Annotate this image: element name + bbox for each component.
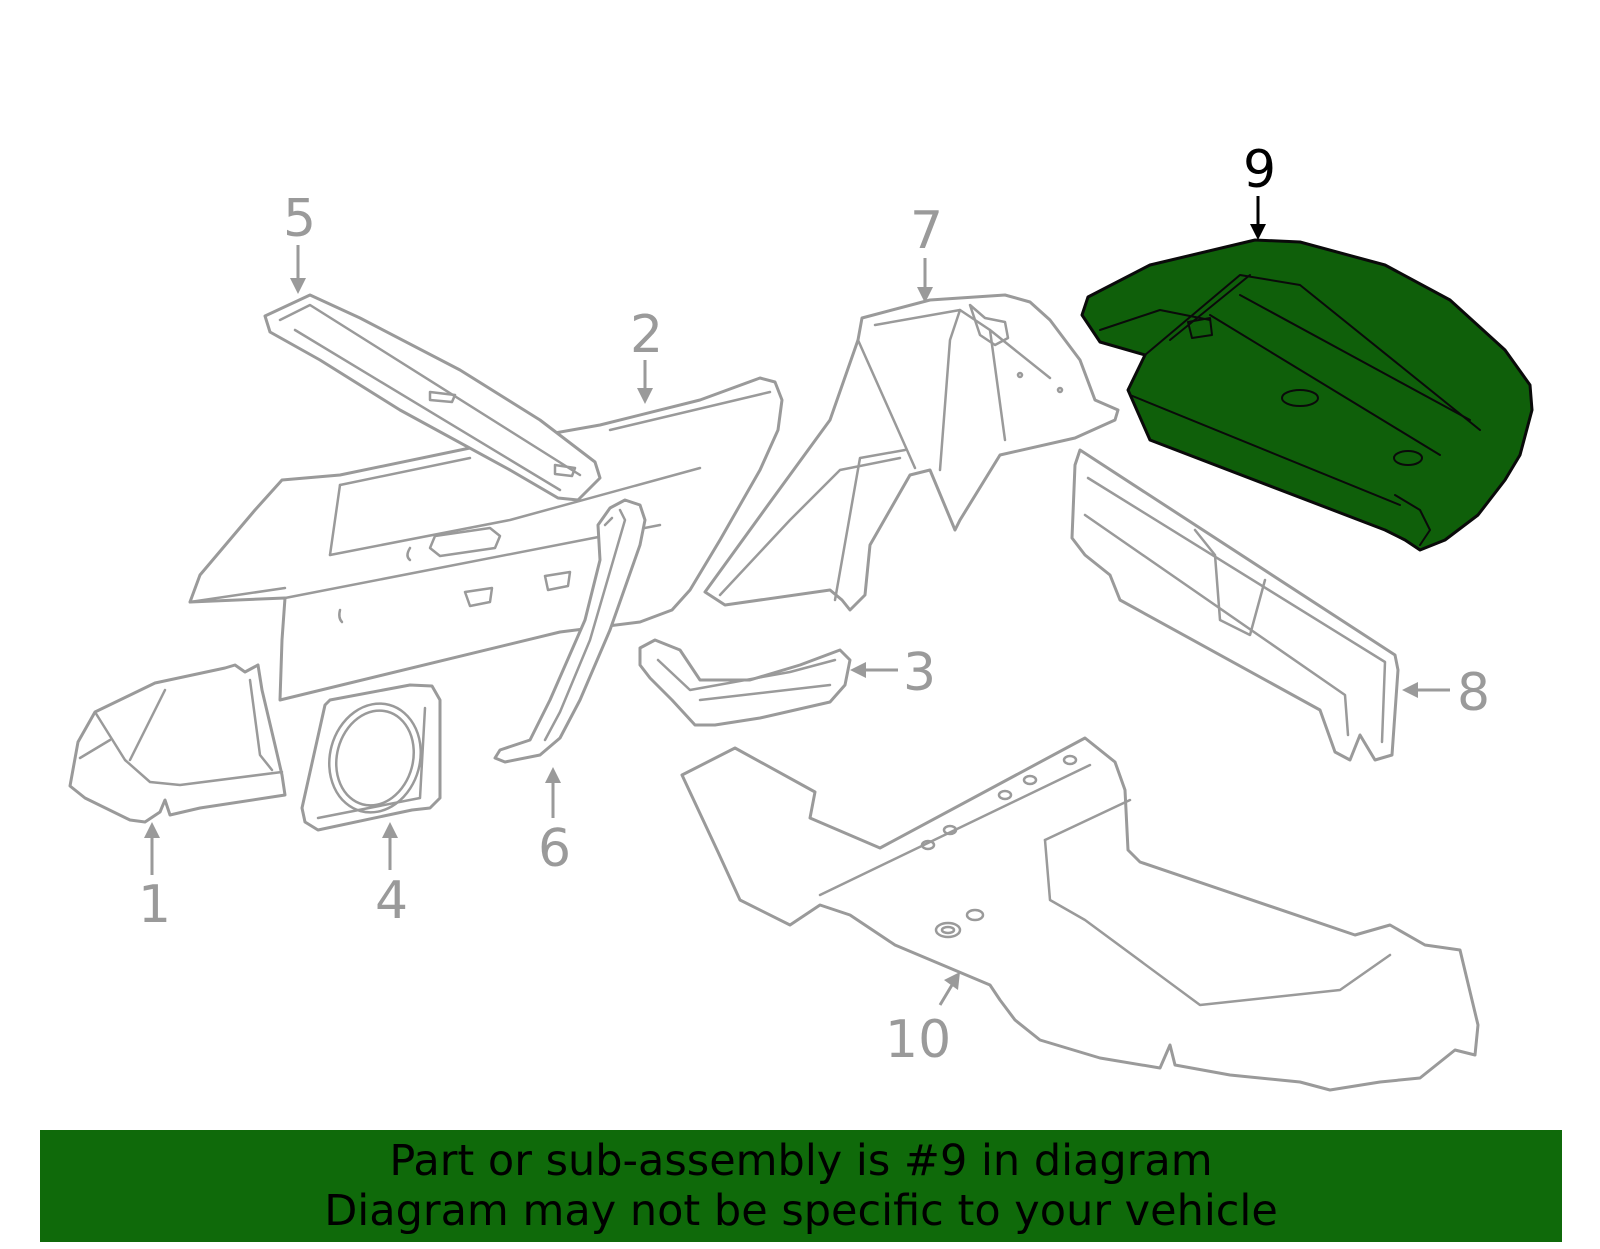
- part-4-speaker-grille[interactable]: [300, 683, 442, 832]
- callout-9: 9: [1243, 140, 1276, 240]
- svg-text:7: 7: [910, 201, 943, 261]
- callout-3: 3: [850, 643, 936, 703]
- banner-line-2: Diagram may not be specific to your vehi…: [324, 1186, 1278, 1236]
- part-8-rear-trim-panel[interactable]: [1070, 448, 1400, 762]
- callout-1: 1: [138, 822, 171, 935]
- part-10-trunk-floor[interactable]: [680, 736, 1480, 1092]
- svg-text:4: 4: [375, 871, 408, 931]
- svg-text:3: 3: [903, 643, 936, 703]
- parts-diagram: 1 2 3 4 5 6 7 8 9 10: [68, 140, 1534, 1092]
- svg-text:1: 1: [138, 875, 171, 935]
- callout-2: 2: [630, 305, 663, 404]
- callout-10: 10: [885, 972, 960, 1070]
- callout-4: 4: [375, 822, 408, 931]
- svg-text:10: 10: [885, 1010, 951, 1070]
- part-9-rear-package-tray[interactable]: [1080, 238, 1534, 552]
- svg-text:8: 8: [1457, 663, 1490, 723]
- part-5-roof-rail-trim[interactable]: [263, 293, 602, 502]
- banner-line-1: Part or sub-assembly is #9 in diagram: [389, 1136, 1213, 1186]
- svg-text:6: 6: [538, 819, 571, 879]
- callout-5: 5: [283, 189, 316, 294]
- part-1-trim-cover[interactable]: [68, 663, 287, 824]
- part-6-pillar-trim[interactable]: [493, 498, 647, 764]
- svg-text:9: 9: [1243, 140, 1276, 200]
- part-7-quarter-trim[interactable]: [703, 293, 1120, 612]
- svg-text:2: 2: [630, 305, 663, 365]
- callout-6: 6: [538, 767, 571, 879]
- info-banner: Part or sub-assembly is #9 in diagram Di…: [40, 1130, 1562, 1242]
- callout-8: 8: [1402, 663, 1490, 723]
- part-3-sill-plate[interactable]: [638, 638, 852, 727]
- svg-text:5: 5: [283, 189, 316, 249]
- callout-7: 7: [910, 201, 943, 303]
